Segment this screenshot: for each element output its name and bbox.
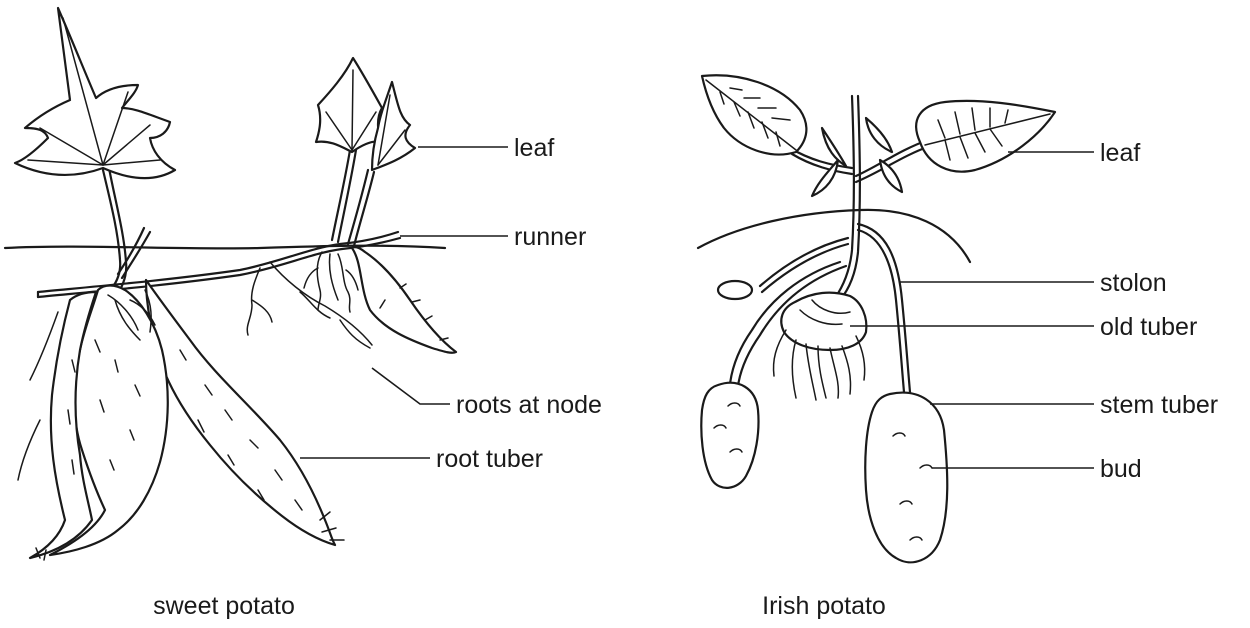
label-sp-runner: runner xyxy=(514,223,586,251)
irish-potato-figure xyxy=(698,75,1055,562)
irish-potato-soil-line xyxy=(698,210,970,262)
label-ip-bud: bud xyxy=(1100,455,1142,483)
irish-potato-stolon-tip xyxy=(718,281,752,299)
sweet-potato-left-leaf xyxy=(15,8,175,178)
label-ip-old-tuber: old tuber xyxy=(1100,313,1197,341)
sweet-potato-root-tuber-back xyxy=(146,280,335,545)
label-sp-roots-at-node: roots at node xyxy=(456,391,602,419)
irish-potato-stem-tuber xyxy=(865,393,947,563)
label-ip-leaf: leaf xyxy=(1100,139,1140,167)
label-ip-stem-tuber: stem tuber xyxy=(1100,391,1218,419)
irish-potato-left-leaf xyxy=(702,75,806,154)
sweet-potato-ground-line xyxy=(5,246,445,249)
sweet-potato-right-leaf xyxy=(316,58,382,152)
label-ip-stolon: stolon xyxy=(1100,269,1167,297)
irish-potato-old-tuber xyxy=(781,293,866,350)
leader-sp-roots-at-node xyxy=(372,368,450,404)
irish-potato-right-leaf xyxy=(916,101,1055,172)
caption-sweet-potato: sweet potato xyxy=(153,592,295,620)
sweet-potato-figure xyxy=(5,8,456,560)
sweet-potato-node-roots xyxy=(247,252,372,348)
caption-irish-potato: Irish potato xyxy=(762,592,886,620)
label-sp-leaf: leaf xyxy=(514,134,554,162)
sweet-potato-node-tuber xyxy=(352,247,456,353)
label-sp-root-tuber: root tuber xyxy=(436,445,543,473)
irish-potato-left-stem-tuber xyxy=(701,383,758,488)
